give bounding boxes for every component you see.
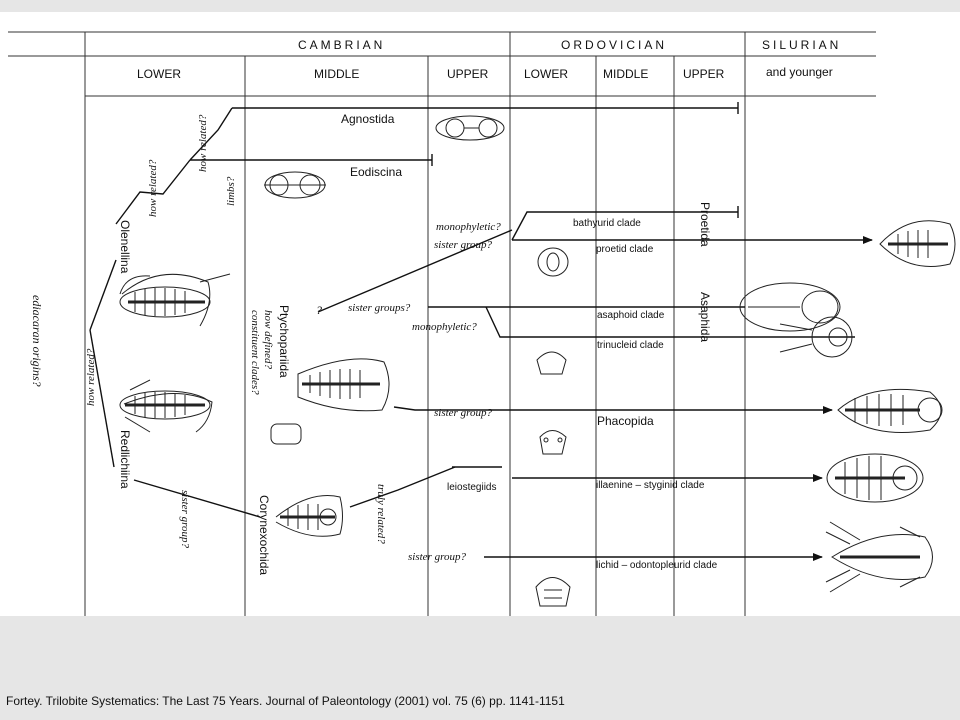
tree-lines	[89, 102, 873, 561]
redlichiina-trilobite-drawing	[119, 379, 213, 433]
subdivision-silurian-younger: and younger	[766, 65, 833, 79]
subdivision-cambrian-middle: MIDDLE	[314, 67, 359, 81]
note-monophyletic-asaphida: monophyletic?	[412, 321, 477, 333]
subdivision-ordovician-upper: UPPER	[683, 67, 725, 81]
note-sister-group-phacopida: sister group?	[434, 407, 492, 419]
group-olenellina: Olenellina	[118, 220, 132, 274]
note-sister-group-proetida: sister group?	[434, 239, 492, 251]
clade-lichid-odontopleurid: lichid – odontopleurid clade	[596, 560, 718, 571]
trilobite-illustrations	[119, 115, 956, 607]
olenellina-trilobite-drawing	[119, 273, 231, 327]
group-agnostida: Agnostida	[341, 112, 395, 126]
trinucleid-small-drawing	[536, 351, 567, 375]
clade-illaenine-styginid: illaenine – styginid clade	[596, 480, 705, 491]
note-monophyletic-proetida: monophyletic?	[436, 221, 501, 233]
group-ptychopariida: Ptychopariida	[277, 305, 291, 378]
group-redlichiina: Redlichiina	[118, 430, 132, 489]
phacopida-large-trilobite-drawing	[837, 388, 943, 433]
lichid-large-trilobite-drawing	[825, 521, 933, 593]
note-sister-group-corynexochida: sister group?	[179, 490, 191, 548]
note-how-related-mid: how related?	[147, 159, 159, 217]
lichid-small-drawing	[535, 577, 571, 607]
corynexochida-trilobite-drawing	[275, 495, 343, 537]
note-constituent-clades: constituent clades?	[249, 310, 261, 395]
group-corynexochida: Corynexochida	[257, 495, 271, 575]
clade-asaphoid: asaphoid clade	[597, 310, 665, 321]
clade-bathyurid: bathyurid clade	[573, 218, 641, 229]
ptychopariida-trilobite-drawing	[270, 358, 390, 445]
group-asaphida: Asaphida	[698, 292, 712, 342]
period-cambrian: CAMBRIAN	[298, 38, 385, 52]
note-sister-groups: sister groups?	[348, 302, 411, 314]
note-sister-group-lichid: sister group?	[408, 551, 466, 563]
clade-proetid: proetid clade	[596, 244, 654, 255]
period-ordovician: ORDOVICIAN	[561, 38, 667, 52]
eodiscina-drawing	[264, 171, 326, 199]
note-how-related-top: how related?	[197, 114, 209, 172]
proetid-small-drawing	[537, 247, 569, 277]
group-leiostegiids: leiostegiids	[447, 482, 496, 493]
subdivision-cambrian-lower: LOWER	[137, 67, 181, 81]
trilobite-phylogeny-figure: CAMBRIAN ORDOVICIAN SILURIAN LOWER MIDDL…	[0, 12, 960, 616]
group-phacopida: Phacopida	[597, 414, 654, 428]
agnostida-drawing	[435, 115, 505, 141]
phacopida-small-drawing	[539, 430, 567, 455]
subdivision-cambrian-upper: UPPER	[447, 67, 489, 81]
subdivision-ordovician-lower: LOWER	[524, 67, 568, 81]
note-limbs: limbs?	[225, 176, 237, 206]
subdivision-ordovician-middle: MIDDLE	[603, 67, 648, 81]
note-how-related-low: how related?	[85, 348, 97, 406]
asaphida-large-trilobite-drawing	[739, 282, 841, 332]
note-question-mark: ?	[316, 303, 322, 317]
period-silurian: SILURIAN	[762, 38, 841, 52]
group-eodiscina: Eodiscina	[350, 165, 402, 179]
trinucleid-large-trilobite-drawing	[779, 316, 853, 358]
clade-trinucleid: trinucleid clade	[597, 340, 664, 351]
group-proetida: Proetida	[698, 202, 712, 247]
proetida-large-trilobite-drawing	[879, 220, 956, 267]
illaenine-large-trilobite-drawing	[826, 453, 924, 503]
figure-caption: Fortey. Trilobite Systematics: The Last …	[6, 694, 565, 708]
note-truly-related: truly related?	[375, 484, 387, 544]
time-scale-grid	[8, 31, 876, 616]
phylogeny-diagram: CAMBRIAN ORDOVICIAN SILURIAN LOWER MIDDL…	[8, 31, 956, 616]
note-how-defined: how defined?	[262, 310, 274, 369]
note-ediacaran-origins: ediacaran origins?	[30, 295, 44, 387]
